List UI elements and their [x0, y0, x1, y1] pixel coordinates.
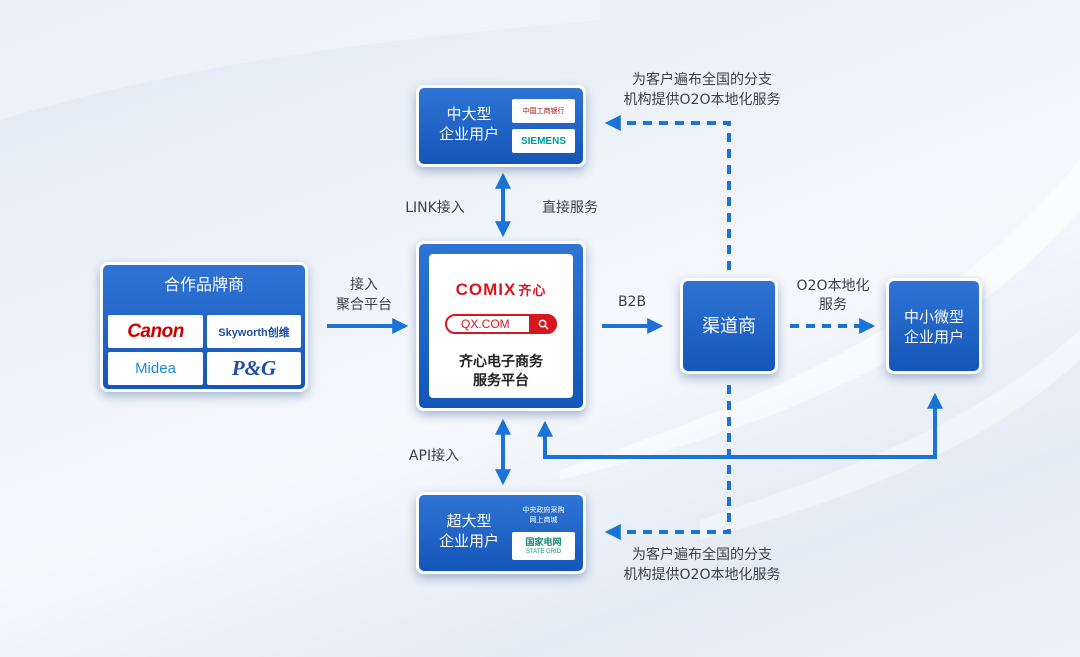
partners-title: 合作品牌商 [163, 275, 244, 294]
access-label-line2: 聚合平台 [336, 297, 392, 313]
gov-procurement-line2: 网上商城 [529, 516, 558, 524]
bottom-note-line2: 机构提供O2O本地化服务 [623, 567, 781, 583]
pg-logo-text: P&G [231, 356, 277, 380]
gov-procurement-line1: 中央政府采购 [522, 506, 565, 514]
comix-brand-cn: 齐心 [518, 283, 547, 298]
skyworth-logo-text: Skyworth创维 [218, 326, 290, 339]
api-label: API接入 [408, 448, 460, 464]
sme-box: 中小微型 企业用户 [886, 278, 982, 374]
channel-box: 渠道商 [680, 278, 778, 374]
midea-logo: Midea [108, 352, 203, 385]
large-enterprise-line1: 中大型 [446, 105, 492, 123]
access-label-line1: 接入 [350, 277, 378, 293]
canon-logo-text: Canon [127, 320, 184, 342]
channel-label: 渠道商 [702, 316, 756, 337]
super-enterprise-line2: 企业用户 [438, 532, 499, 550]
large-enterprise-box: 中大型 企业用户 中国工商银行 SIEMENS [416, 85, 586, 167]
direct-service-label: 直接服务 [542, 200, 598, 216]
b2b-label: B2B [617, 294, 647, 310]
state-grid-logo: 国家电网 STATE GRID [512, 532, 575, 560]
o2o-label-line1: O2O本地化 [796, 278, 870, 294]
o2o-label-line2: 服务 [819, 297, 847, 313]
super-enterprise-line1: 超大型 [446, 512, 492, 530]
bottom-note-line1: 为客户遍布全国的分支 [632, 547, 772, 563]
domain-search-bar: QX.COM [445, 314, 557, 334]
domain-text: QX.COM [461, 317, 510, 331]
siemens-logo: SIEMENS [512, 129, 575, 153]
super-enterprise-box: 超大型 企业用户 中央政府采购 网上商城 国家电网 STATE GRID [416, 492, 586, 574]
canon-logo: Canon [108, 315, 203, 348]
arrow-sme-to-platform [537, 392, 943, 459]
top-note-line2: 机构提供O2O本地化服务 [623, 92, 781, 108]
platform-name-line1: 齐心电子商务 [459, 354, 543, 370]
top-note-line1: 为客户遍布全国的分支 [632, 72, 772, 88]
sme-line1: 中小微型 [903, 308, 964, 326]
icbc-logo: 中国工商银行 [512, 99, 575, 123]
platform-name-line2: 服务平台 [473, 373, 529, 389]
sme-line2: 企业用户 [903, 328, 964, 346]
link-label: LINK接入 [405, 200, 465, 216]
state-grid-cn: 国家电网 [525, 536, 562, 547]
gov-procurement-text: 中央政府采购 网上商城 [512, 505, 575, 525]
arrow-channel-to-super-enterprise [604, 385, 731, 540]
icbc-logo-text: 中国工商银行 [522, 108, 565, 115]
arrow-channel-to-large-enterprise [604, 115, 731, 270]
siemens-logo-text: SIEMENS [520, 135, 566, 147]
large-enterprise-line2: 企业用户 [438, 125, 499, 143]
comix-brand-text: COMIX [455, 280, 517, 299]
skyworth-logo: Skyworth创维 [207, 315, 301, 348]
pg-logo: P&G [207, 352, 301, 385]
midea-logo-text: Midea [135, 360, 176, 377]
partners-box: 合作品牌商 Canon Skyworth创维 Midea P&G [100, 262, 308, 392]
state-grid-en: STATE GRID [525, 548, 562, 555]
search-icon [529, 314, 557, 334]
